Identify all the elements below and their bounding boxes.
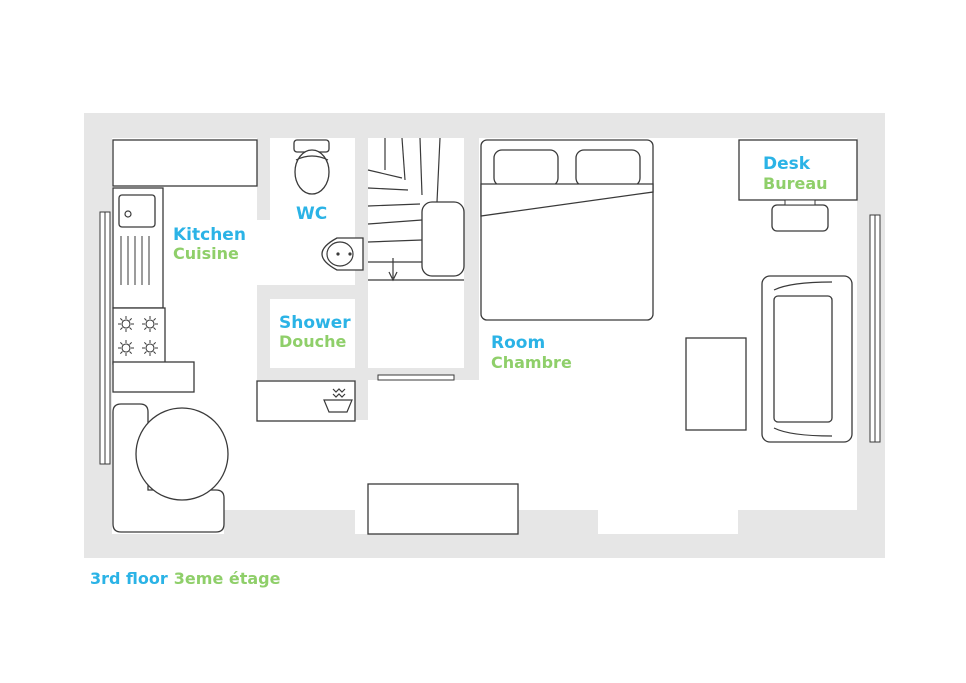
burner-ring-icon	[121, 343, 131, 353]
burner-spoke-icon	[153, 351, 157, 355]
burner-spoke-icon	[129, 317, 133, 321]
burner-spoke-icon	[129, 327, 133, 331]
bathroom-cabinet	[256, 380, 356, 422]
toilet-icon	[294, 149, 330, 195]
room-label-fr: Chambre	[491, 353, 572, 372]
burner-spoke-icon	[153, 317, 157, 321]
burner-spoke-icon	[119, 317, 123, 321]
kitchen-counter-top	[112, 139, 258, 187]
dining-table	[135, 407, 229, 501]
floor-label-fr: 3eme étage	[174, 569, 281, 588]
burner-ring-icon	[145, 343, 155, 353]
kitchen-label: Kitchen	[173, 225, 246, 245]
burner-spoke-icon	[119, 341, 123, 345]
double-bed	[480, 139, 654, 321]
floor-caption: 3rd floor 3eme étage	[90, 569, 281, 588]
drainer-icon	[120, 236, 150, 285]
bottom-wall-segment	[518, 510, 598, 534]
floor-label: 3rd floor	[90, 569, 168, 588]
stair-door	[377, 374, 455, 381]
burner-spoke-icon	[153, 341, 157, 345]
cooktop	[112, 307, 166, 365]
desk	[738, 139, 858, 201]
kitchen-counter-low	[112, 361, 195, 393]
bottom-wall-segment	[738, 510, 857, 534]
sink-side-wall	[355, 380, 368, 420]
desk-label: Desk	[763, 154, 811, 174]
sofa	[761, 275, 853, 443]
shower-label: Shower	[279, 313, 351, 333]
burner-spoke-icon	[119, 327, 123, 331]
wc-left-wall	[257, 138, 270, 220]
stair-right-wall	[464, 138, 479, 380]
sink-basin-icon	[118, 194, 156, 228]
burner-icon	[118, 316, 158, 356]
bottom-wall-segment	[224, 510, 355, 534]
shower-label-fr: Douche	[279, 332, 347, 351]
coffee-table	[685, 337, 747, 431]
left-window	[99, 211, 111, 465]
cabinet	[367, 483, 519, 535]
burner-ring-icon	[121, 319, 131, 329]
shower-top-wall	[270, 285, 355, 299]
wc-label: WC	[296, 204, 327, 224]
desk-label-fr: Bureau	[763, 174, 828, 193]
burner-spoke-icon	[143, 351, 147, 355]
room-label: Room	[491, 333, 545, 353]
burner-spoke-icon	[119, 351, 123, 355]
burner-spoke-icon	[143, 327, 147, 331]
burner-spoke-icon	[129, 341, 133, 345]
shower-left-wall	[257, 285, 270, 370]
burner-spoke-icon	[129, 351, 133, 355]
basin-icon	[323, 388, 353, 413]
right-window	[869, 214, 881, 443]
bathroom-bottom-wall	[257, 368, 368, 380]
washbasin-icon	[321, 237, 364, 271]
burner-spoke-icon	[143, 317, 147, 321]
burner-ring-icon	[145, 319, 155, 329]
toilet-seat-icon	[295, 155, 329, 161]
desk-chair	[771, 204, 829, 232]
kitchen-label-fr: Cuisine	[173, 244, 239, 263]
burner-spoke-icon	[143, 341, 147, 345]
staircase	[367, 137, 465, 368]
burner-spoke-icon	[153, 327, 157, 331]
chair-back	[784, 199, 816, 206]
sink-drain-icon	[124, 210, 132, 218]
